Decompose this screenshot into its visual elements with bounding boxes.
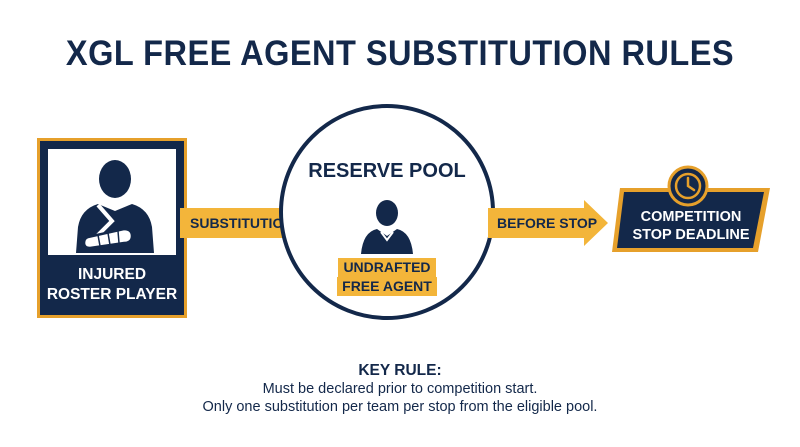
injured-player-panel [46,147,178,257]
deadline-line-1: COMPETITION [640,209,742,225]
injured-line-2: ROSTER PLAYER [46,286,178,303]
injured-player-icon [76,160,154,253]
free-agent-line-1: UNDRAFTED [338,258,436,277]
deadline-line-2: STOP DEADLINE [632,227,750,243]
key-rule-line-1: Must be declared prior to competition st… [262,381,538,397]
deadline-box: COMPETITION STOP DEADLINE [612,188,770,252]
key-rule: KEY RULE: Must be declared prior to comp… [0,362,800,416]
free-agent-line-2: FREE AGENT [337,277,437,296]
substitution-label: SUBSTITUTION [190,215,294,231]
before-stop-arrow [488,200,608,246]
key-rule-line-2: Only one substitution per team per stop … [202,399,598,415]
deadline-label: COMPETITION STOP DEADLINE [612,208,770,244]
person-icon [361,200,413,254]
injured-player-card: INJURED ROSTER PLAYER [37,138,187,318]
deadline-shape [612,188,770,252]
injured-player-label: INJURED ROSTER PLAYER [40,265,184,305]
free-agent-label: UNDRAFTED FREE AGENT [283,258,491,296]
reserve-pool-circle: RESERVE POOL UNDRAFTED FREE AGENT [279,104,495,320]
page-title: XGL FREE AGENT SUBSTITUTION RULES [65,34,735,73]
before-stop-label: BEFORE STOP [497,215,598,231]
key-rule-title: KEY RULE: [358,362,442,379]
clock-icon [667,165,709,207]
reserve-pool-title: RESERVE POOL [308,160,466,182]
injured-line-1: INJURED [77,266,147,283]
